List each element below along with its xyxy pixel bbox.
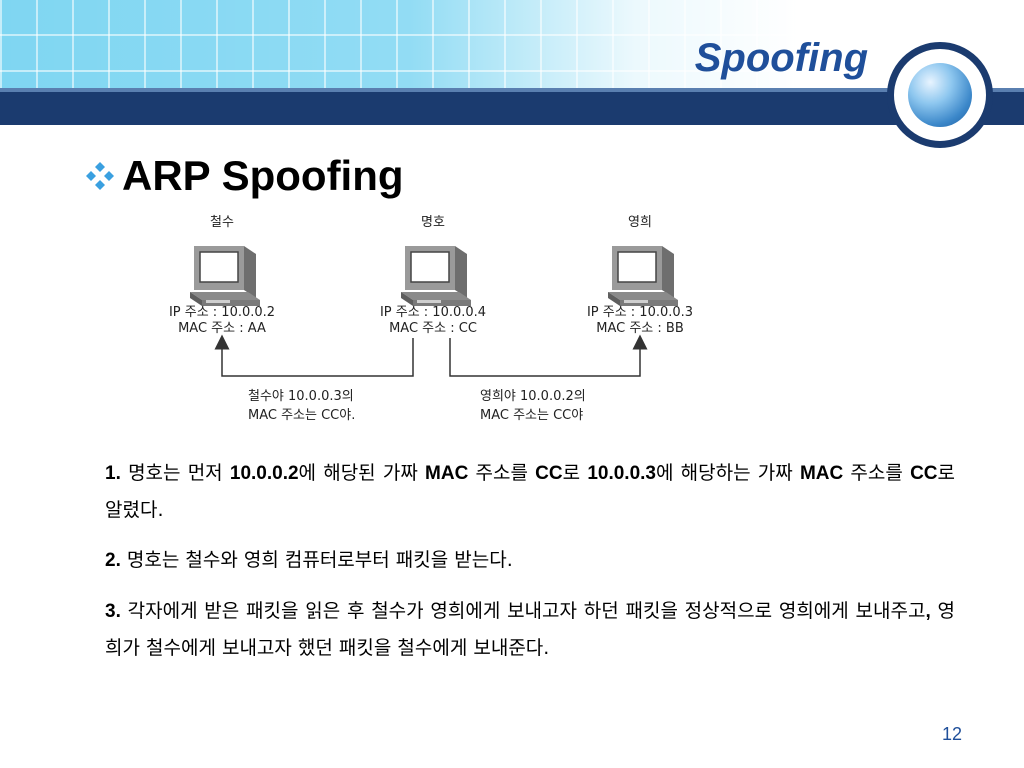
message-1-line-1: 철수야 10.0.0.3의 (248, 389, 354, 404)
header-fade (0, 0, 1024, 92)
paragraph-2: 2. 명호는 철수와 영희 컴퓨터로부터 패킷을 받는다. (105, 542, 955, 579)
p3-text-2: 영희가 철수에게 보내고자 했던 패킷을 철수에게 보내준다. (105, 600, 955, 659)
paragraph-3: 3. 각자에게 받은 패킷을 읽은 후 철수가 영희에게 보내고자 하던 패킷을… (105, 593, 955, 666)
host-ip-myeongho: IP 주소 : 10.0.0.4 (380, 305, 486, 320)
host-name-cheolsu: 철수 (210, 215, 234, 230)
p1-text-4: 로 (562, 462, 581, 484)
slide-title: Spoofing (694, 36, 868, 80)
host-name-myeongho: 명호 (421, 215, 445, 230)
message-2-line-1: 영희야 10.0.0.2의 (480, 389, 586, 404)
p1-cc-1: CC (535, 463, 563, 484)
host-mac-myeongho: MAC 주소 : CC (389, 321, 477, 336)
p1-cc-2: CC (910, 463, 938, 484)
p1-text-5: 에 해당하는 가짜 (655, 462, 793, 484)
p1-text-3: 주소를 (475, 462, 528, 484)
globe-logo (887, 42, 993, 148)
page-number: 12 (941, 724, 962, 744)
host-mac-cheolsu: MAC 주소 : AA (178, 321, 266, 336)
p1-ip-1: 10.0.0.2 (229, 463, 299, 484)
p3-text-1: 각자에게 받은 패킷을 읽은 후 철수가 영희에게 보내고자 하던 패킷을 정상… (127, 600, 926, 622)
arp-diagram: 철수 IP 주소 : 10.0.0.2 MAC 주소 : AA 명호 IP 주소… (169, 215, 693, 423)
host-ip-cheolsu: IP 주소 : 10.0.0.2 (169, 305, 275, 320)
p1-mac-2: MAC (799, 463, 844, 484)
header-band-highlight (0, 88, 1024, 92)
computer-icon-yeonghui (607, 245, 679, 307)
explanation-text: 1. 명호는 먼저 10.0.0.2에 해당된 가짜 MAC 주소를 CC로 1… (105, 455, 955, 680)
host-ip-yeonghui: IP 주소 : 10.0.0.3 (587, 305, 693, 320)
paragraph-1: 1. 명호는 먼저 10.0.0.2에 해당된 가짜 MAC 주소를 CC로 1… (105, 455, 955, 528)
arrow-to-yeonghui (449, 334, 648, 377)
p2-number: 2. (105, 550, 121, 571)
p1-number: 1. (105, 463, 121, 484)
message-2-line-2: MAC 주소는 CC야 (480, 408, 583, 423)
message-1-line-2: MAC 주소는 CC야. (248, 408, 355, 423)
slide-header (0, 0, 1024, 125)
host-mac-yeonghui: MAC 주소 : BB (596, 321, 684, 336)
arrow-to-cheolsu (214, 334, 414, 377)
p1-mac-1: MAC (425, 463, 469, 484)
p2-text-1: 명호는 철수와 영희 컴퓨터로부터 패킷을 받는다. (126, 549, 513, 571)
globe-icon (908, 63, 972, 127)
p3-number: 3. (105, 601, 121, 622)
p1-ip-2: 10.0.0.3 (587, 463, 656, 484)
p1-text-1: 명호는 먼저 (128, 462, 223, 484)
p1-text-2: 에 해당된 가짜 (298, 462, 418, 484)
diamond-bullet-icon (86, 162, 114, 190)
heading-text: ARP Spoofing (122, 152, 404, 199)
host-name-yeonghui: 영희 (628, 215, 652, 230)
p3-comma: , (925, 601, 931, 622)
computer-icon-cheolsu (189, 245, 261, 307)
computer-icon-myeongho (400, 245, 472, 307)
p1-text-7: 로 알렸다. (105, 462, 956, 521)
p1-text-6: 주소를 (850, 462, 903, 484)
section-heading: ARP Spoofing (82, 152, 404, 200)
header-band (0, 88, 1024, 125)
